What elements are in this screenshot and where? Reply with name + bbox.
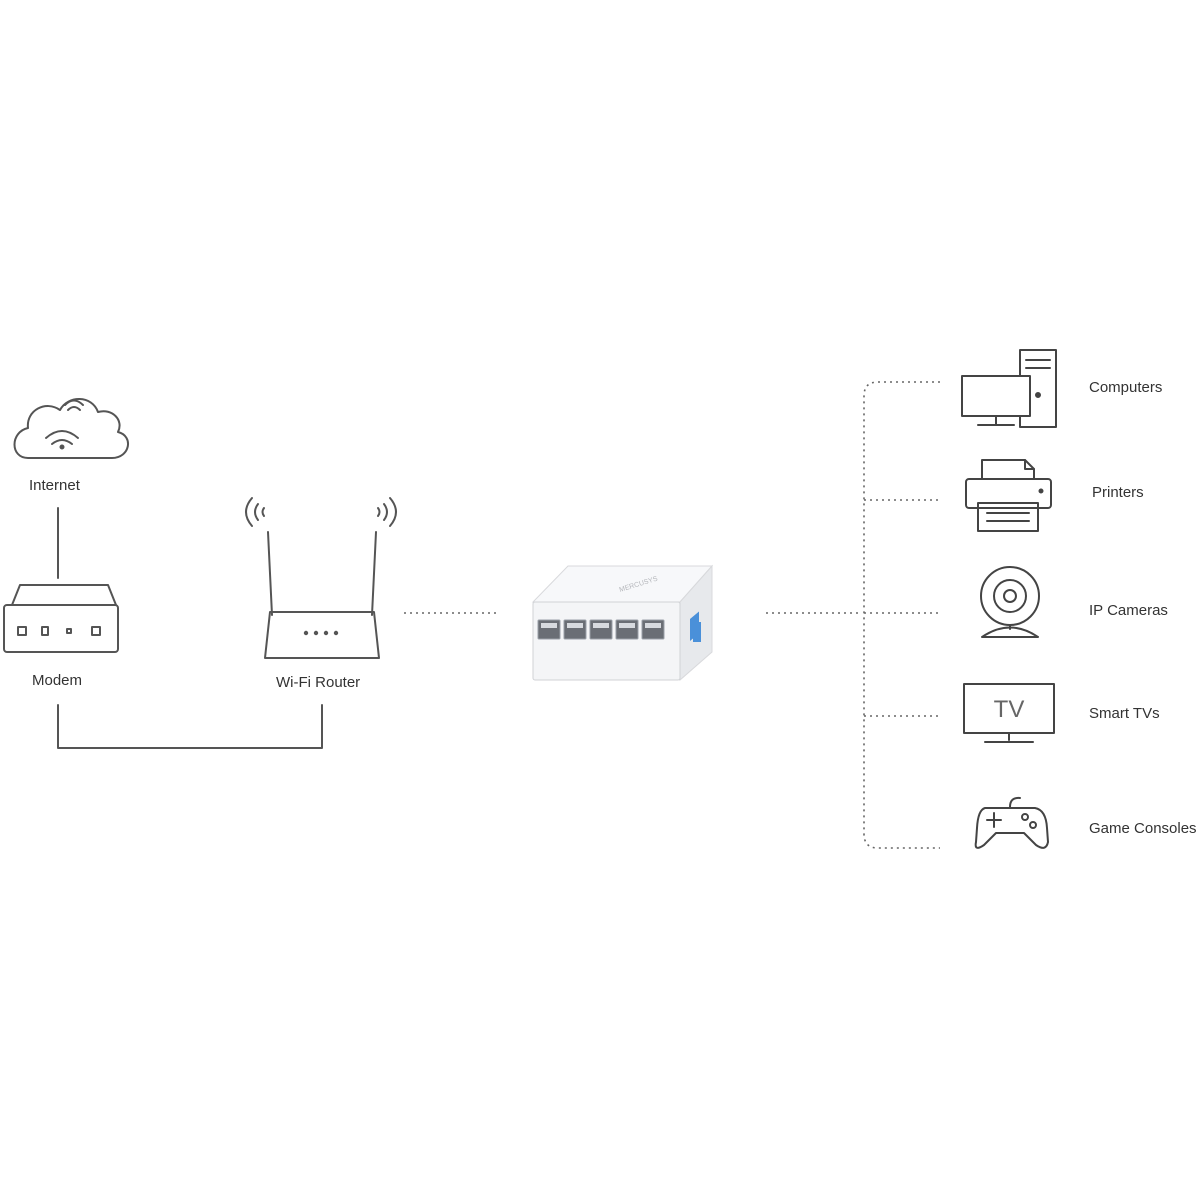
lan-port bbox=[563, 619, 587, 640]
lan-port bbox=[537, 619, 561, 640]
device-label-ip-cameras: IP Cameras bbox=[1089, 602, 1168, 619]
lan-port bbox=[589, 619, 613, 640]
router-icon bbox=[264, 531, 380, 659]
lan-port bbox=[615, 619, 639, 640]
switch-image: MERCUSYS bbox=[531, 564, 714, 682]
device-label-printers: Printers bbox=[1092, 484, 1144, 501]
device-label-smart-tvs: Smart TVs bbox=[1089, 705, 1160, 722]
internet-label: Internet bbox=[29, 477, 80, 494]
cloud-icon bbox=[13, 398, 129, 459]
modem-router-line bbox=[57, 704, 323, 749]
printer-icon bbox=[965, 459, 1052, 532]
tv-screen-text: TV bbox=[994, 696, 1025, 723]
modem-label: Modem bbox=[32, 672, 83, 689]
wifi-signal-left-icon bbox=[245, 497, 265, 527]
device-label-game-consoles: Game Consoles bbox=[1089, 820, 1197, 837]
device-bus bbox=[863, 381, 940, 849]
game-controller-icon bbox=[974, 796, 1049, 849]
uplink-port bbox=[693, 622, 701, 642]
modem-icon bbox=[3, 584, 119, 653]
lan-port bbox=[641, 619, 665, 640]
computer-icon bbox=[961, 349, 1057, 428]
smart-tv-icon bbox=[963, 683, 1055, 743]
device-label-computers: Computers bbox=[1089, 379, 1163, 396]
wifi-signal-right-icon bbox=[377, 497, 397, 527]
ip-camera-icon bbox=[980, 566, 1040, 638]
router-label: Wi-Fi Router bbox=[276, 674, 361, 691]
